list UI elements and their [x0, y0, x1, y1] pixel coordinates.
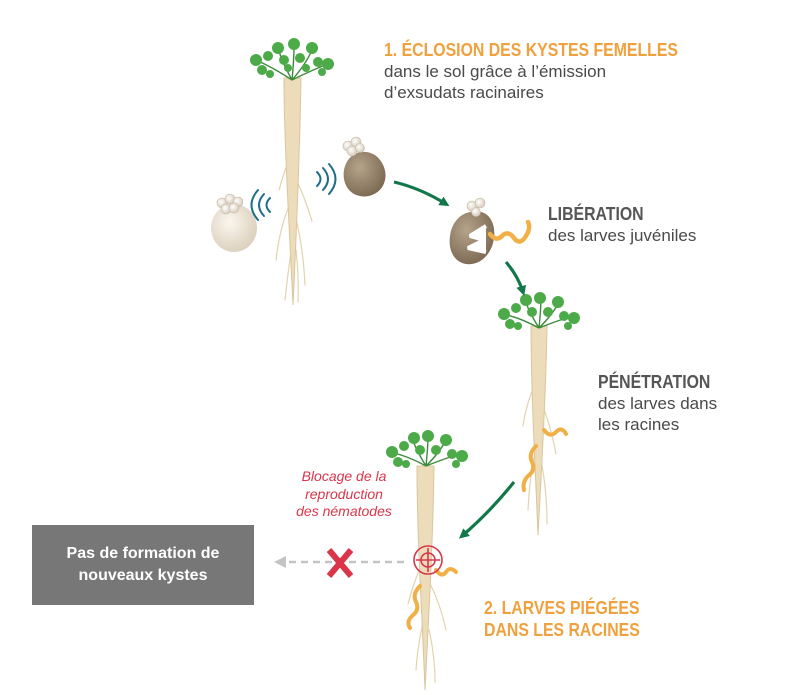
step-hatching-title: 1. ÉCLOSION DES KYSTES FEMELLES	[384, 40, 678, 60]
plant-3	[386, 430, 468, 691]
step-hatching-line-2: d’exsudats racinaires	[384, 82, 544, 102]
step-trapped: 2. LARVES PIÉGÉES DANS LES RACINES	[484, 598, 661, 642]
larva-trapped-1	[434, 567, 458, 577]
step-trapped-title-1: 2. LARVES PIÉGÉES	[484, 598, 640, 618]
plant-2-taproot	[530, 325, 548, 536]
plant-3-foliage	[386, 430, 468, 468]
step-release: LIBÉRATION des larves juvéniles	[548, 204, 696, 247]
arrow-hatching-to-release	[393, 180, 450, 207]
larva-entering-root	[542, 427, 568, 437]
blocking-note-line-3: des nématodes	[296, 503, 392, 519]
step-penetration-line-2: les racines	[598, 414, 680, 434]
result-box: Pas de formation de nouveaux kystes	[32, 525, 254, 605]
plant-1-foliage	[250, 38, 334, 81]
plant-1	[250, 38, 334, 306]
larva-free	[487, 219, 532, 244]
blocking-note-line-1: Blocage de la	[301, 468, 387, 484]
plant-3-taproot	[416, 465, 435, 691]
step-trapped-title-2: DANS LES RACINES	[484, 619, 640, 640]
signal-waves-left	[250, 189, 271, 221]
target-icon	[413, 545, 443, 575]
blocking-note-line-2: reproduction	[305, 485, 383, 502]
step-release-title: LIBÉRATION	[548, 204, 644, 224]
blocking-note: Blocage de la reproduction des nématodes	[282, 468, 406, 521]
arrow-penetration-to-trapped	[458, 481, 516, 539]
larva-inside-root	[521, 444, 538, 492]
signal-waves-right	[316, 163, 337, 195]
step-hatching-line-1: dans le sol grâce à l’émission	[384, 61, 607, 81]
cross-icon	[326, 548, 354, 578]
larva-trapped-2	[406, 584, 422, 630]
step-release-line-1: des larves juvéniles	[548, 225, 697, 245]
result-box-line-2: nouveaux kystes	[78, 567, 208, 584]
step-hatching: 1. ÉCLOSION DES KYSTES FEMELLES dans le …	[384, 40, 718, 103]
arrow-release-to-penetration	[504, 260, 526, 296]
plant-2	[498, 292, 580, 536]
plant-2-foliage	[498, 292, 580, 330]
cyst-cream	[211, 193, 257, 252]
step-penetration-line-1: des larves dans	[598, 393, 718, 413]
step-penetration-title: PÉNÉTRATION	[598, 372, 711, 392]
plant-1-taproot	[283, 77, 302, 306]
cyst-brown	[342, 136, 386, 197]
cyst-hatched	[449, 197, 495, 265]
result-box-line-1: Pas de formation de	[66, 544, 220, 562]
step-penetration: PÉNÉTRATION des larves dans les racines	[598, 372, 726, 435]
